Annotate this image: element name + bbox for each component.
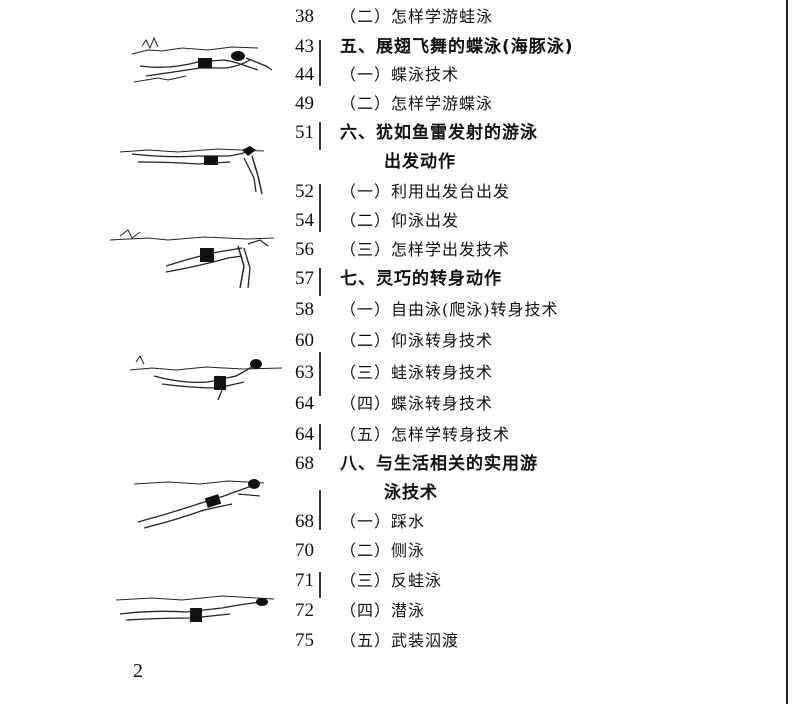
- toc-page-number: 72: [295, 600, 314, 621]
- toc-entry: （二）怎样学游蛙泳: [340, 7, 494, 26]
- toc-rule: [319, 40, 321, 86]
- toc-page-number: 63: [295, 362, 314, 383]
- backstroke-start-swimmer-illustration: [108, 226, 278, 294]
- toc-page-number: 57: [295, 268, 314, 289]
- toc-rule: [319, 268, 321, 296]
- toc-chapter-title-continued: 出发动作: [384, 152, 456, 172]
- toc-page-number: 64: [295, 393, 314, 414]
- toc-entry: （二）仰泳转身技术: [340, 331, 494, 350]
- toc-page-number: 71: [295, 570, 314, 591]
- toc-page-number: 64: [295, 424, 314, 445]
- toc-page-number: 68: [295, 511, 314, 532]
- toc-entry: （四）潜泳: [340, 601, 426, 620]
- underwater-swimmer-illustration: [112, 590, 278, 630]
- toc-entry: （三）怎样学出发技术: [340, 240, 511, 259]
- toc-page-number: 44: [295, 64, 314, 85]
- butterfly-swimmer-illustration: [128, 36, 278, 92]
- toc-entry: （五）武装泅渡: [340, 631, 460, 650]
- toc-page-number: 58: [295, 299, 314, 320]
- toc-rule: [319, 572, 321, 598]
- page-edge-line: [786, 0, 788, 704]
- toc-rule: [319, 122, 321, 150]
- toc-entry: （三）蛙泳转身技术: [340, 363, 494, 382]
- toc-entry: （一）蝶泳技术: [340, 65, 460, 84]
- turn-swimmer-illustration: [126, 354, 286, 404]
- page-number: 2: [133, 660, 143, 682]
- toc-chapter-title: 八、与生活相关的实用游: [340, 454, 538, 474]
- toc-rule: [319, 490, 321, 530]
- treading-swimmer-illustration: [128, 474, 268, 530]
- toc-page-number: 52: [295, 181, 314, 202]
- toc-entry: （四）蝶泳转身技术: [340, 394, 494, 413]
- toc-entry: （二）侧泳: [340, 541, 426, 560]
- toc-chapter-title: 七、灵巧的转身动作: [340, 269, 502, 289]
- toc-chapter-title-continued: 泳技术: [384, 483, 438, 503]
- toc-entry: （二）怎样学游蝶泳: [340, 94, 494, 113]
- toc-entry: （一）踩水: [340, 512, 426, 531]
- toc-page-number: 54: [295, 210, 314, 231]
- toc-entry: （三）反蛙泳: [340, 571, 443, 590]
- dive-start-swimmer-illustration: [118, 132, 268, 202]
- toc-rule: [319, 424, 321, 450]
- toc-page-number: 56: [295, 239, 314, 260]
- toc-page-number: 43: [295, 36, 314, 57]
- toc-chapter-title: 五、展翅飞舞的蝶泳(海豚泳): [340, 37, 574, 57]
- toc-page-number: 70: [295, 540, 314, 561]
- toc-entry: （一）利用出发台出发: [340, 182, 511, 201]
- toc-entry: （二）仰泳出发: [340, 211, 460, 230]
- toc-page-number: 38: [295, 6, 314, 27]
- toc-page-number: 68: [295, 453, 314, 474]
- toc-rule: [319, 352, 321, 396]
- toc-page-number: 60: [295, 330, 314, 351]
- toc-chapter-title: 六、犹如鱼雷发射的游泳: [340, 123, 538, 143]
- toc-page-number: 51: [295, 122, 314, 143]
- toc-page-number: 75: [295, 630, 314, 651]
- toc-entry: （一）自由泳(爬泳)转身技术: [340, 300, 559, 319]
- toc-rule: [319, 184, 321, 232]
- toc-entry: （五）怎样学转身技术: [340, 425, 511, 444]
- toc-page-number: 49: [295, 93, 314, 114]
